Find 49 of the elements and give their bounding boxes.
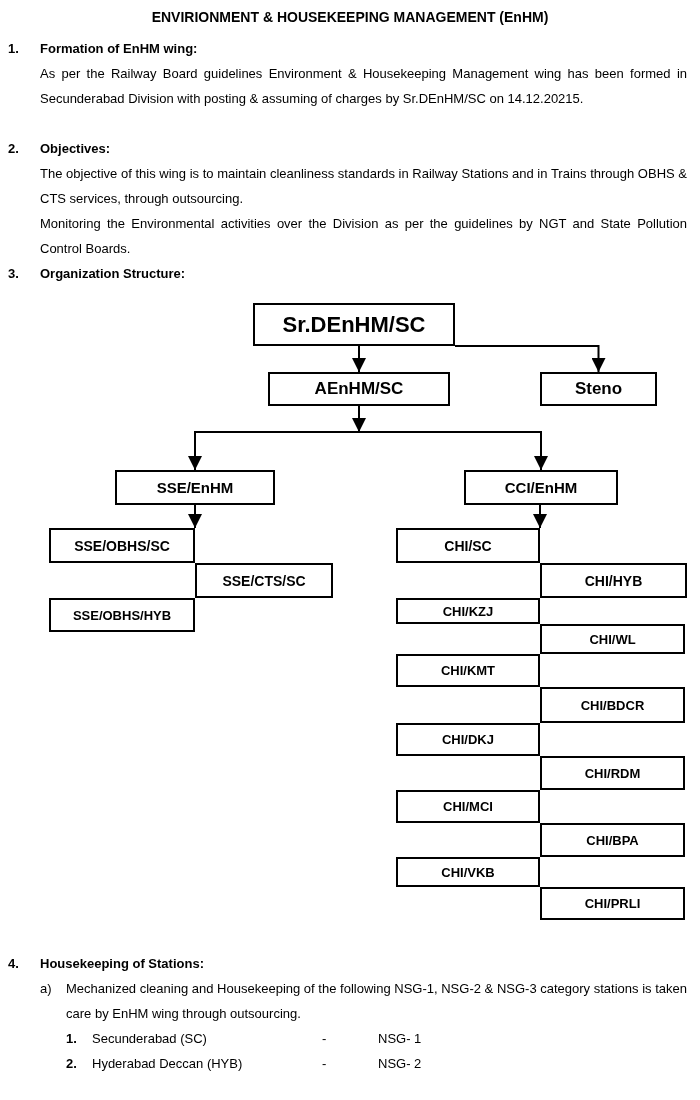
- role-box: CHI/KZJ: [396, 598, 540, 624]
- connector-arrow: [533, 504, 547, 529]
- text-label: Hyderabad Deccan (HYB): [92, 1055, 244, 1073]
- text-label: NSG- 1: [378, 1030, 423, 1048]
- connector-arrow: [352, 345, 366, 373]
- section-heading: 1.: [66, 1030, 78, 1048]
- section-heading: 2.: [66, 1055, 78, 1073]
- text-label: -: [322, 1055, 328, 1073]
- role-box: CHI/VKB: [396, 857, 540, 887]
- section-heading: 1.: [8, 40, 20, 58]
- connector-arrow: [352, 405, 366, 433]
- paragraph-text: The objective of this wing is to maintain cleanliness standards in Railway Stations and in Trains through OBHS & CTS services, through outsourcing.: [40, 165, 687, 208]
- connector-arrow: [454, 345, 606, 373]
- role-box: Steno: [540, 372, 657, 406]
- text-label: NSG- 2: [378, 1055, 423, 1073]
- section-heading: 3.: [8, 265, 20, 283]
- role-box: AEnHM/SC: [268, 372, 450, 406]
- text-label: Secunderabad (SC): [92, 1030, 208, 1048]
- role-box: CHI/SC: [396, 528, 540, 563]
- section-heading: Formation of EnHM wing:: [40, 40, 199, 58]
- paragraph-text: Monitoring the Environmental activities over the Division as per the guidelines by NGT and State Pollution Control Boards.: [40, 215, 687, 258]
- role-box: SSE/OBHS/HYB: [49, 598, 195, 632]
- connector-arrow: [188, 431, 360, 471]
- role-box: CHI/MCI: [396, 790, 540, 823]
- role-box: CHI/WL: [540, 624, 685, 654]
- section-heading: 4.: [8, 955, 20, 973]
- text-label: a): [40, 980, 53, 998]
- role-box: CHI/RDM: [540, 756, 685, 790]
- page-title: ENVIRIONMENT & HOUSEKEEPING MANAGEMENT (EnHM): [150, 8, 550, 27]
- role-box: CHI/HYB: [540, 563, 687, 598]
- role-box: SSE/EnHM: [115, 470, 275, 505]
- section-heading: 2.: [8, 140, 20, 158]
- role-box: CHI/BPA: [540, 823, 685, 857]
- role-box: CCI/EnHM: [464, 470, 618, 505]
- section-heading: Housekeeping of Stations:: [40, 955, 205, 973]
- role-box: SSE/OBHS/SC: [49, 528, 195, 563]
- text-label: -: [322, 1030, 328, 1048]
- connector-arrow: [188, 504, 202, 529]
- role-box: CHI/DKJ: [396, 723, 540, 756]
- role-box: CHI/BDCR: [540, 687, 685, 723]
- role-box: CHI/KMT: [396, 654, 540, 687]
- section-heading: Objectives:: [40, 140, 112, 158]
- paragraph-text: As per the Railway Board guidelines Environment & Housekeeping Management wing has been formed in Secunderabad Division with posting & assuming of charges by Sr.DEnHM/SC on 14.12.20215.: [40, 65, 687, 108]
- role-box: CHI/PRLI: [540, 887, 685, 920]
- role-box: SSE/CTS/SC: [195, 563, 333, 598]
- section-heading: Organization Structure:: [40, 265, 187, 283]
- connector-arrow: [358, 431, 548, 471]
- paragraph-text: Mechanized cleaning and Housekeeping of the following NSG-1, NSG-2 & NSG-3 category stations is taken care by EnHM wing through outsourcing.: [66, 980, 687, 1023]
- role-box: Sr.DEnHM/SC: [253, 303, 455, 346]
